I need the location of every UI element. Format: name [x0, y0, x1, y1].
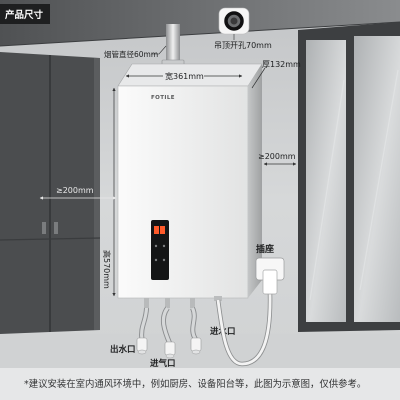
gas-inlet-valve [164, 341, 176, 356]
display-led-digit [154, 226, 159, 234]
water-outlet-label: 出水口 [110, 344, 136, 355]
power-socket-icon [255, 257, 285, 295]
display-button-dot [154, 244, 158, 248]
height-dimension-label: 高570mm [102, 250, 112, 289]
flue-pipe [166, 24, 180, 66]
cabinet-handle-left [42, 222, 46, 234]
glass-panel-left [306, 40, 346, 322]
glass-reflection [359, 69, 399, 291]
ceiling [0, 0, 400, 46]
cabinet-handle-right [54, 222, 58, 234]
section-tag: 产品尺寸 [5, 9, 44, 21]
display-panel-glass [151, 220, 169, 280]
ceiling-hole-icon [218, 7, 250, 35]
display-button-dot [162, 258, 166, 262]
gas-inlet-stub [165, 298, 170, 308]
ceiling-hole-center [230, 17, 238, 25]
heater-side-face [248, 64, 262, 298]
cabinet-edge [94, 58, 100, 330]
water-outlet-stub [144, 298, 149, 308]
flue-pipe-callout: 烟管直径60mm [104, 49, 158, 59]
left-clearance-label: ≥200mm [56, 186, 94, 195]
section-tag-background [0, 4, 50, 24]
ceiling-hole-callout: 吊顶开孔70mm [214, 41, 272, 50]
depth-dimension-label: 厚132mm [262, 60, 301, 69]
heater-front-face [117, 85, 249, 299]
gas-inlet-hose [161, 307, 172, 345]
gas-inlet-label: 进气口 [150, 358, 176, 369]
water-outlet-valve-knob [137, 349, 147, 355]
width-label-backdrop [163, 70, 204, 82]
water-outlet-hose [140, 307, 149, 341]
power-cable-grommet [214, 296, 222, 301]
water-inlet-valve-knob [191, 349, 201, 355]
display-button-dot [154, 258, 158, 262]
power-cable [216, 293, 272, 366]
cabinet-shelf-divider [0, 237, 101, 241]
left-wall-cabinet [0, 52, 101, 334]
display-panel [151, 220, 169, 280]
power-plug [262, 269, 278, 295]
water-inlet-stub [190, 298, 195, 308]
gas-inlet-valve-knob [165, 353, 175, 359]
note-band [0, 368, 400, 400]
right-glass-cabinet [298, 22, 400, 332]
socket-label: 插座 [256, 243, 274, 255]
depth-dimension-line [251, 67, 266, 89]
width-dimension-label: 宽361mm [165, 71, 204, 81]
display-button-dot [162, 244, 166, 248]
display-led-digit [160, 226, 165, 234]
water-inlet-hose [190, 307, 198, 341]
flue-pipe-leader [151, 45, 167, 55]
glass-panel-right [354, 36, 400, 322]
right-clearance-label: ≥200mm [258, 152, 296, 161]
ceiling-edge [0, 21, 400, 47]
installation-note: *建议安装在室内通风环境中，例如厨房、设备阳台等，此图为示意图，仅供参考。 [24, 378, 366, 390]
water-heater: FOTILE [117, 63, 263, 299]
water-outlet-valve [136, 337, 148, 352]
water-inlet-valve [190, 337, 202, 352]
glass-reflection [309, 79, 345, 301]
pipe-connections [136, 298, 202, 359]
brand-logo: FOTILE [151, 95, 175, 101]
